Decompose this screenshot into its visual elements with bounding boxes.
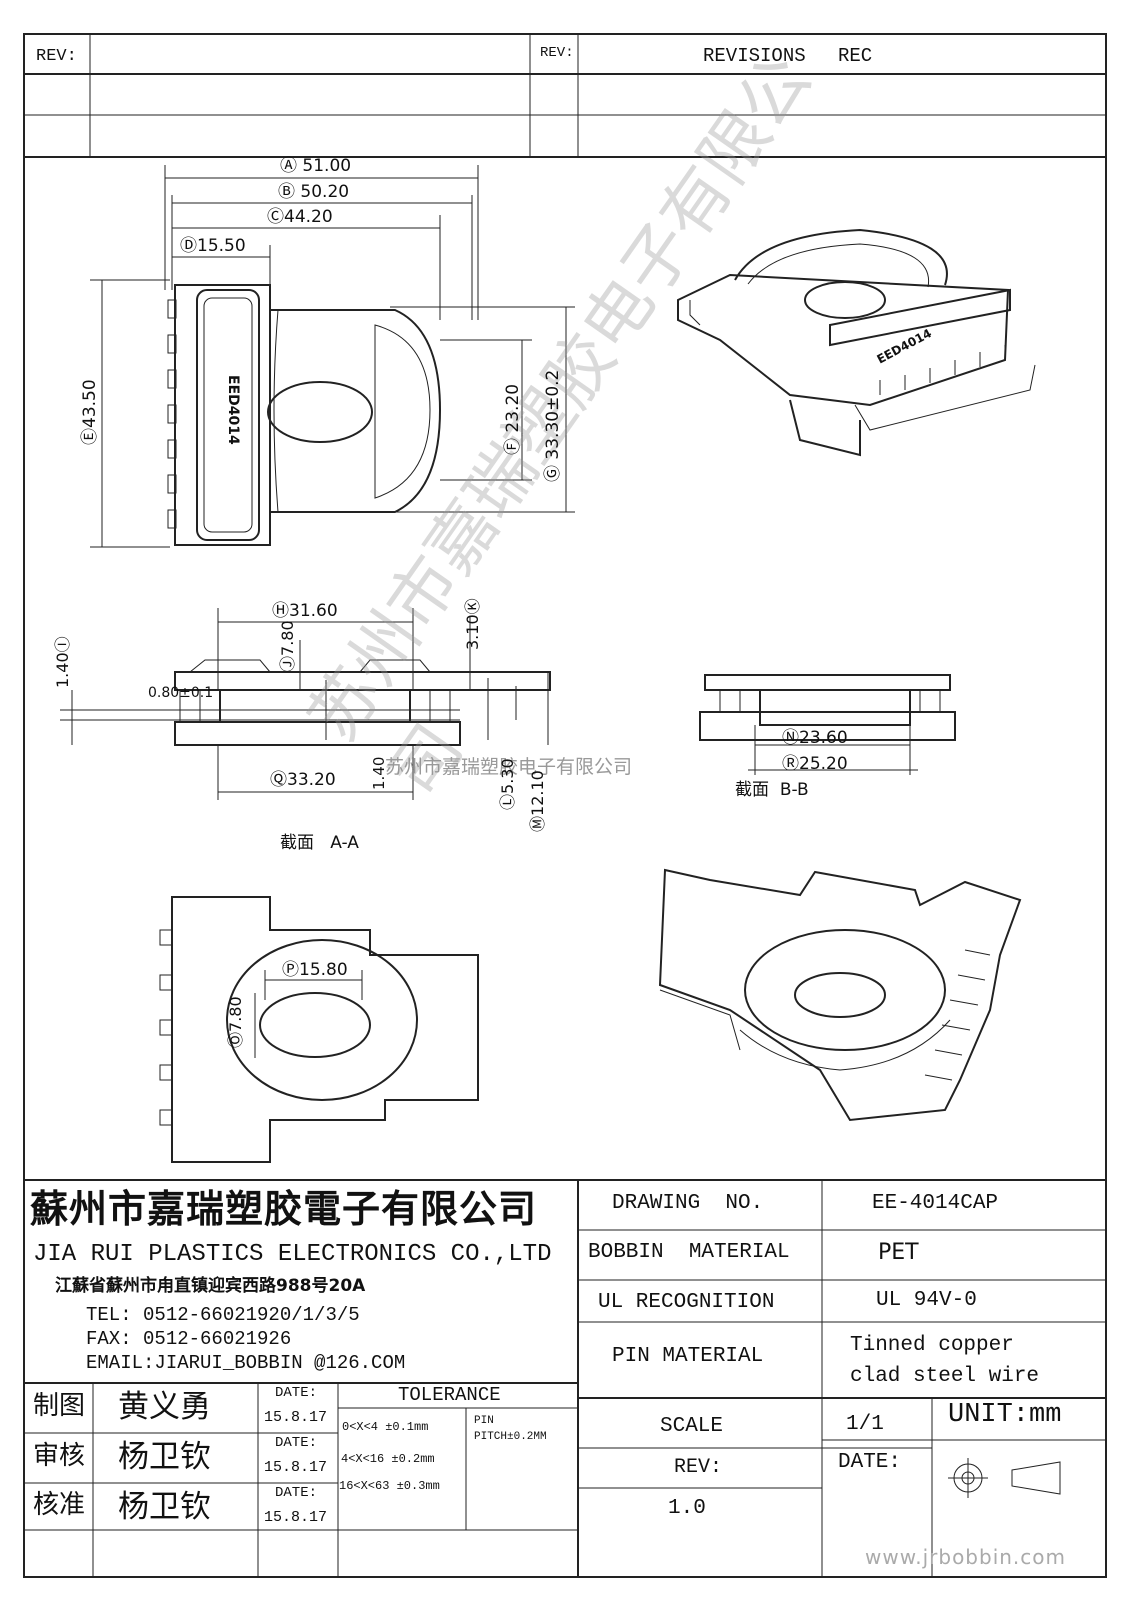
scale-value: 1/1: [846, 1413, 884, 1436]
rev-value: 1.0: [668, 1497, 706, 1520]
dim-q: Ⓠ33.20: [270, 770, 336, 790]
tolerance-row-1: 0<X<4 ±0.1mm: [342, 1420, 429, 1434]
pin-material-label: PIN MATERIAL: [612, 1345, 764, 1368]
dim-b: Ⓑ 50.20: [278, 182, 350, 202]
iso-view-bottom: [658, 868, 1022, 1122]
scale-label: SCALE: [660, 1415, 724, 1438]
tolerance-label: TOLERANCE: [398, 1384, 501, 1406]
company-address: 江蘇省蘇州市甪直镇迎宾西路988号20A: [55, 1276, 366, 1296]
drawing-frame: [23, 33, 1107, 1578]
signoff-date-label-draw: DATE:: [275, 1385, 318, 1401]
section-b-b: [699, 674, 956, 775]
pin-pitch-value: PITCH±0.2MM: [474, 1431, 547, 1443]
dim-j: Ⓙ7.80: [278, 620, 297, 672]
date-label: DATE:: [838, 1451, 902, 1474]
signoff-date-label-approve: DATE:: [275, 1485, 318, 1501]
dim-n: Ⓝ23.60: [782, 728, 848, 748]
dim-a: Ⓐ 51.00: [280, 156, 352, 176]
iso-view-top: [677, 228, 1036, 457]
pin-material-line1: Tinned copper: [850, 1334, 1014, 1357]
ul-value: UL 94V-0: [876, 1289, 977, 1312]
section-a-a: [60, 608, 551, 800]
tolerance-row-3: 16<X<63 ±0.3mm: [339, 1479, 440, 1493]
dim-e: Ⓔ43.50: [80, 379, 100, 445]
signoff-date-review: 15.8.17: [264, 1459, 328, 1476]
bobbin-material-value: PET: [878, 1240, 919, 1265]
signoff-date-draw: 15.8.17: [264, 1409, 328, 1426]
revision-grid: [23, 33, 1107, 158]
dim-m: Ⓜ12.10: [528, 770, 547, 832]
revisions-label: REVISIONS: [703, 45, 806, 67]
company-email: EMAIL:JIARUI_BOBBIN @126.COM: [86, 1352, 406, 1374]
dim-h: Ⓗ31.60: [272, 601, 338, 621]
drawing-no-label: DRAWING NO.: [612, 1192, 764, 1215]
dim-i: 1.40Ⓘ: [53, 636, 72, 688]
dim-o: Ⓞ7.80: [226, 996, 245, 1048]
dim-f: Ⓕ 23.20: [503, 383, 523, 455]
ul-label: UL RECOGNITION: [598, 1291, 775, 1314]
company-tel: TEL: 0512-66021920/1/3/5: [86, 1304, 360, 1326]
dim-r: Ⓡ25.20: [782, 754, 848, 774]
dim-d: Ⓓ15.50: [180, 236, 246, 256]
watermark-url: www.jrbobbin.com: [865, 1545, 1066, 1569]
dim-g: Ⓖ 33.30±0.2: [543, 369, 563, 482]
pin-material-line2: clad steel wire: [850, 1365, 1040, 1388]
top-marking: EED4014: [225, 375, 241, 445]
title-block-grid: [23, 1179, 1107, 1578]
section-a-caption: 截面 A-A: [280, 833, 359, 853]
company-fax: FAX: 0512-66021926: [86, 1328, 292, 1350]
section-b-caption: 截面 B-B: [735, 780, 809, 800]
signoff-role-draw: 制图: [33, 1391, 86, 1421]
dim-flange: 0.80±0.1: [148, 685, 214, 701]
unit-label: UNIT:mm: [948, 1400, 1062, 1430]
rev-label-right: REV:: [540, 45, 574, 61]
watermark-center: 苏州市嘉瑞塑胶电子有限公司: [385, 756, 633, 778]
signoff-name-approve: 杨卫钦: [118, 1489, 211, 1525]
signoff-role-approve: 核准: [33, 1490, 86, 1520]
rev-label-left: REV:: [36, 47, 77, 66]
signoff-date-label-review: DATE:: [275, 1435, 318, 1451]
top-view-drawing: [90, 165, 575, 548]
dim-c: Ⓒ44.20: [267, 207, 333, 227]
signoff-role-review: 审核: [33, 1441, 86, 1471]
company-name-cn: 蘇州市嘉瑞塑胶電子有限公司: [30, 1187, 538, 1231]
projection-symbol-icon: [945, 1458, 1065, 1498]
rev-label: REV:: [674, 1456, 723, 1479]
company-name-en: JIA RUI PLASTICS ELECTRONICS CO.,LTD: [33, 1241, 552, 1268]
signoff-date-approve: 15.8.17: [264, 1509, 328, 1526]
drawing-no-value: EE-4014CAP: [872, 1192, 999, 1215]
dim-step: 1.40: [370, 756, 388, 790]
dim-k: 3.10Ⓚ: [463, 598, 482, 650]
bottom-view-drawing: [159, 896, 479, 1163]
signoff-name-review: 杨卫钦: [118, 1439, 211, 1475]
rec-label: REC: [838, 45, 873, 67]
signoff-name-draw: 黄义勇: [118, 1389, 211, 1425]
dim-p: Ⓟ15.80: [282, 960, 348, 980]
pin-pitch-label: PIN: [474, 1415, 494, 1427]
tolerance-row-2: 4<X<16 ±0.2mm: [341, 1452, 435, 1466]
bobbin-material-label: BOBBIN MATERIAL: [588, 1241, 790, 1264]
dim-l: Ⓛ5.30: [498, 758, 517, 810]
